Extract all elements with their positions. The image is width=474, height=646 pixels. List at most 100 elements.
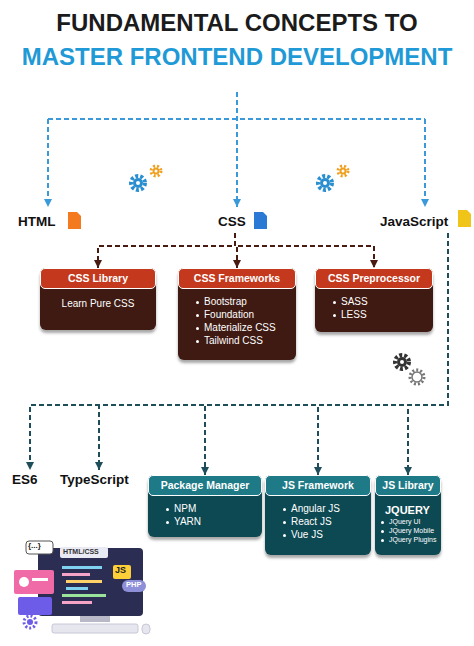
gear-body xyxy=(397,357,407,367)
gear-body xyxy=(340,168,347,175)
category-box: JS FrameworkAngular JSReact JSVue JS xyxy=(265,475,371,555)
css-file-icon xyxy=(254,212,267,229)
list-item: Materialize CSS xyxy=(204,322,276,333)
text-row: Materialize CSS xyxy=(178,321,296,334)
ui-card xyxy=(18,597,52,615)
text-row: NPM xyxy=(148,502,262,515)
dashed-wire xyxy=(48,118,425,120)
dashed-connector xyxy=(99,233,448,470)
dashed-connector xyxy=(205,233,448,475)
bullet-dot xyxy=(166,521,169,524)
bullet-dot xyxy=(283,534,286,537)
text-row: Learn Pure CSS xyxy=(40,295,156,310)
code-line xyxy=(62,573,90,576)
code-line xyxy=(62,566,102,569)
list-item: SASS xyxy=(341,296,368,307)
illustration-text: {...} xyxy=(28,542,41,550)
list-item: Learn Pure CSS xyxy=(62,298,135,309)
text-row: YARN xyxy=(148,515,262,528)
topic-name: TypeScript xyxy=(60,472,129,487)
text-row: Vue JS xyxy=(265,528,371,541)
gear-teeth xyxy=(410,370,424,384)
php-tag xyxy=(122,580,146,592)
dashed-connector xyxy=(318,233,448,475)
gear-body xyxy=(27,619,33,625)
text-row: TypeScript xyxy=(60,470,138,490)
bullet-dot xyxy=(166,508,169,511)
monitor-stand xyxy=(80,616,110,622)
box-heading: JS Framework xyxy=(282,479,354,491)
bullet-dot xyxy=(283,508,286,511)
text-row: JQUERY xyxy=(375,502,441,517)
diagram-title: FUNDAMENTAL CONCEPTS TO MASTER FRONTEND … xyxy=(12,6,462,74)
text-row: Package Manager xyxy=(148,475,262,496)
tab-bar xyxy=(60,547,108,558)
category-box: JS LibraryJQUERYJQuery UI JQuery MobileJQ… xyxy=(375,475,441,555)
list-item: NPM xyxy=(174,503,196,514)
text-row: CSS Library xyxy=(40,268,156,289)
gear-body xyxy=(412,372,422,382)
gear-teeth xyxy=(131,176,145,190)
category-box: Package ManagerNPMYARN xyxy=(148,475,262,537)
html-file-icon xyxy=(68,212,81,229)
topic-label-node: HTML xyxy=(18,212,68,232)
text-row: Angular JS xyxy=(265,502,371,515)
js-tag xyxy=(113,565,131,579)
list-item: JQuery UI xyxy=(389,518,421,525)
list-item: Vue JS xyxy=(291,529,323,540)
gear-icon xyxy=(395,355,424,384)
list-item: Bootstrap xyxy=(204,296,247,307)
text-row: HTML xyxy=(18,212,68,232)
text-row: Foundation xyxy=(178,308,296,321)
gear-hole xyxy=(342,170,345,173)
list-item: Foundation xyxy=(204,309,254,320)
code-bubble xyxy=(26,541,53,554)
bullet-dot xyxy=(381,539,384,542)
list-item: JQuery Mobile xyxy=(389,527,434,534)
bullet-dot xyxy=(196,314,199,317)
keyboard xyxy=(52,624,138,633)
gear-body xyxy=(320,178,330,188)
bullet-dot xyxy=(333,314,336,317)
topic-name: JavaScript xyxy=(380,214,448,229)
gear-hole xyxy=(400,360,404,364)
topic-label-node: JavaScript xyxy=(380,212,460,232)
code-line xyxy=(62,594,106,597)
gear-teeth xyxy=(338,166,348,176)
box-heading: CSS Preprocessor xyxy=(328,272,420,284)
text-row: ES6 xyxy=(12,470,48,490)
bullet-dot xyxy=(196,327,199,330)
gear-body xyxy=(153,168,160,175)
text-row: JS Framework xyxy=(265,475,371,496)
gear-icon xyxy=(131,166,161,190)
code-line xyxy=(62,601,92,604)
text-row: CSS Preprocessor xyxy=(315,268,433,289)
text-row: Tailwind CSS xyxy=(178,334,296,347)
dashed-wire xyxy=(236,92,238,207)
list-item: JQuery Plugins xyxy=(389,536,436,543)
dashed-connector xyxy=(408,233,448,475)
illustration-text: JS xyxy=(115,566,126,575)
gear-hole xyxy=(136,181,140,185)
text-row: JS Library xyxy=(375,475,441,496)
box-heading: Package Manager xyxy=(161,479,250,491)
mouse xyxy=(142,624,150,634)
text-row: React JS xyxy=(265,515,371,528)
dashed-wire xyxy=(424,119,426,207)
dashed-connector xyxy=(98,233,235,268)
dashed-wire xyxy=(47,119,49,207)
card-line xyxy=(32,578,48,581)
text-row: JQuery Mobile xyxy=(375,526,441,535)
topic-name: CSS xyxy=(218,214,246,229)
gear-teeth xyxy=(318,176,332,190)
bullet-dot xyxy=(196,301,199,304)
list-item: LESS xyxy=(341,309,367,320)
category-box: CSS FrameworksBootstrapFoundationMateria… xyxy=(178,268,296,360)
title-branch-wire xyxy=(48,92,425,207)
gear-teeth xyxy=(151,166,161,176)
list-item: Tailwind CSS xyxy=(204,335,263,346)
bullet-dot xyxy=(283,521,286,524)
gear-body xyxy=(133,178,143,188)
illustration-text: PHP xyxy=(126,581,141,589)
box-heading: JS Library xyxy=(382,479,433,491)
